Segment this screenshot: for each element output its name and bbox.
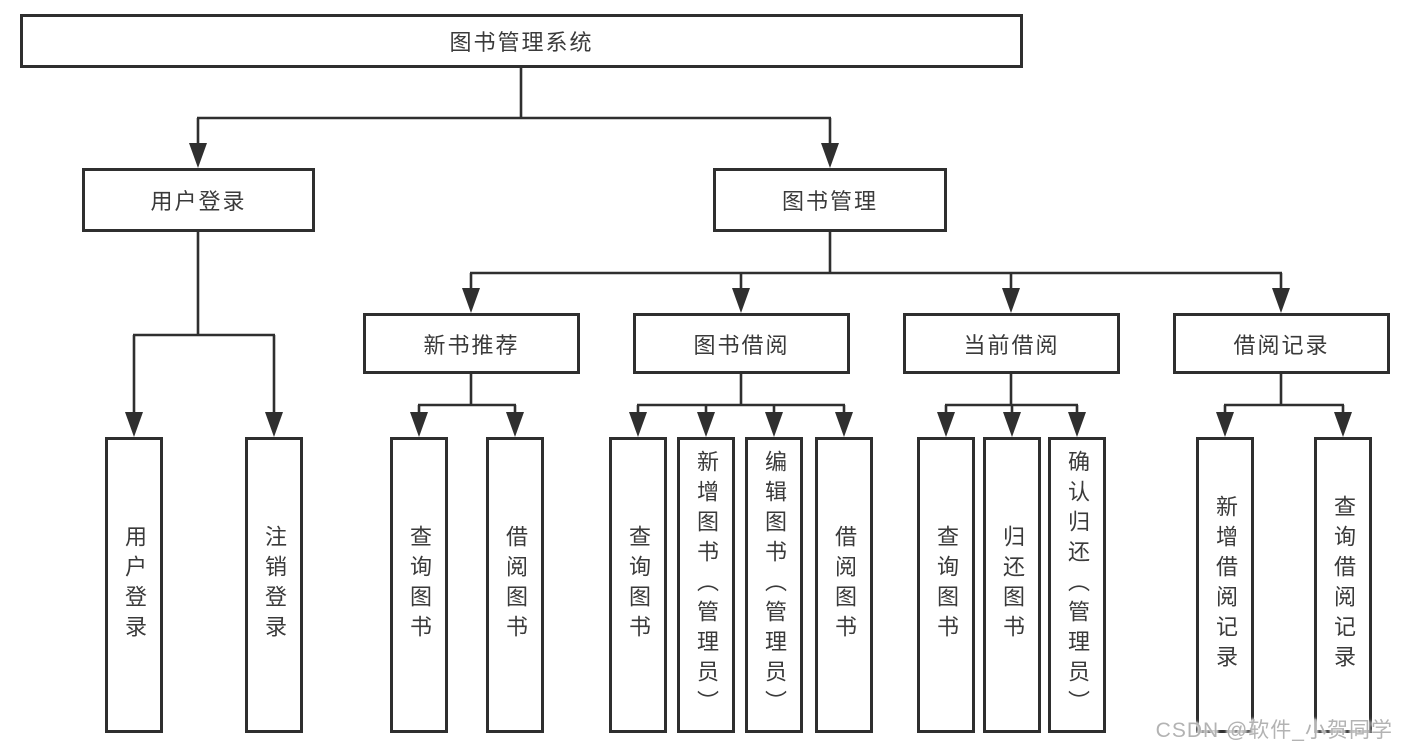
node-label: 用户登录 <box>122 525 147 645</box>
arrowhead-icon <box>506 412 524 437</box>
arrowhead-icon <box>1334 412 1352 437</box>
node-borrowing-records: 借阅记录 <box>1173 313 1390 374</box>
node-label: 新增借阅记录 <box>1213 495 1238 675</box>
node-label: 借阅记录 <box>1233 332 1330 358</box>
node-label: 新增图书（管理员） <box>694 450 719 720</box>
node-book-borrowing: 图书借阅 <box>633 313 850 374</box>
node-label: 确认归还（管理员） <box>1065 450 1090 720</box>
node-label: 图书借阅 <box>693 332 790 358</box>
arrowhead-icon <box>821 143 839 168</box>
node-label: 查询图书 <box>626 525 651 645</box>
arrowhead-icon <box>629 412 647 437</box>
leaf-confirm-return-admin: 确认归还（管理员） <box>1048 437 1106 733</box>
node-label: 新书推荐 <box>423 332 520 358</box>
leaf-user-login: 用户登录 <box>105 437 163 733</box>
leaf-query-books-3: 查询图书 <box>917 437 975 733</box>
node-label: 借阅图书 <box>832 525 857 645</box>
node-label: 注销登录 <box>262 525 287 645</box>
arrowhead-icon <box>1272 288 1290 313</box>
leaf-borrow-books-2: 借阅图书 <box>815 437 873 733</box>
arrowheads <box>125 143 1352 437</box>
node-current-borrowing: 当前借阅 <box>903 313 1120 374</box>
arrowhead-icon <box>937 412 955 437</box>
arrowhead-icon <box>1003 412 1021 437</box>
arrowhead-icon <box>697 412 715 437</box>
leaf-query-books-2: 查询图书 <box>609 437 667 733</box>
leaf-query-books: 查询图书 <box>390 437 448 733</box>
node-label: 图书管理 <box>781 189 878 214</box>
node-user-login: 用户登录 <box>82 168 315 232</box>
leaf-add-borrow-record: 新增借阅记录 <box>1196 437 1254 733</box>
arrowhead-icon <box>125 412 143 437</box>
node-label: 归还图书 <box>1000 525 1025 645</box>
node-label: 图书管理系统 <box>449 30 594 55</box>
node-label: 借阅图书 <box>503 525 528 645</box>
arrowhead-icon <box>189 143 207 168</box>
arrowhead-icon <box>462 288 480 313</box>
node-label: 当前借阅 <box>963 332 1060 358</box>
leaf-return-books: 归还图书 <box>983 437 1041 733</box>
watermark: CSDN @软件_小贺同学 <box>1155 719 1393 742</box>
arrowhead-icon <box>265 412 283 437</box>
leaf-query-borrow-record: 查询借阅记录 <box>1314 437 1372 733</box>
node-label: 查询图书 <box>407 525 432 645</box>
arrowhead-icon <box>1216 412 1234 437</box>
arrowhead-icon <box>732 288 750 313</box>
leaf-add-books-admin: 新增图书（管理员） <box>677 437 735 733</box>
arrowhead-icon <box>410 412 428 437</box>
leaf-borrow-books: 借阅图书 <box>486 437 544 733</box>
node-label: 编辑图书（管理员） <box>762 450 787 720</box>
arrowhead-icon <box>835 412 853 437</box>
arrowhead-icon <box>765 412 783 437</box>
arrowhead-icon <box>1002 288 1020 313</box>
leaf-logout: 注销登录 <box>245 437 303 733</box>
node-label: 用户登录 <box>150 189 247 214</box>
node-label: 查询借阅记录 <box>1331 495 1356 675</box>
arrowhead-icon <box>1068 412 1086 437</box>
node-label: 查询图书 <box>934 525 959 645</box>
node-new-book-recommendation: 新书推荐 <box>363 313 580 374</box>
leaf-edit-books-admin: 编辑图书（管理员） <box>745 437 803 733</box>
node-library-management-system: 图书管理系统 <box>20 14 1023 68</box>
node-book-management: 图书管理 <box>713 168 947 232</box>
